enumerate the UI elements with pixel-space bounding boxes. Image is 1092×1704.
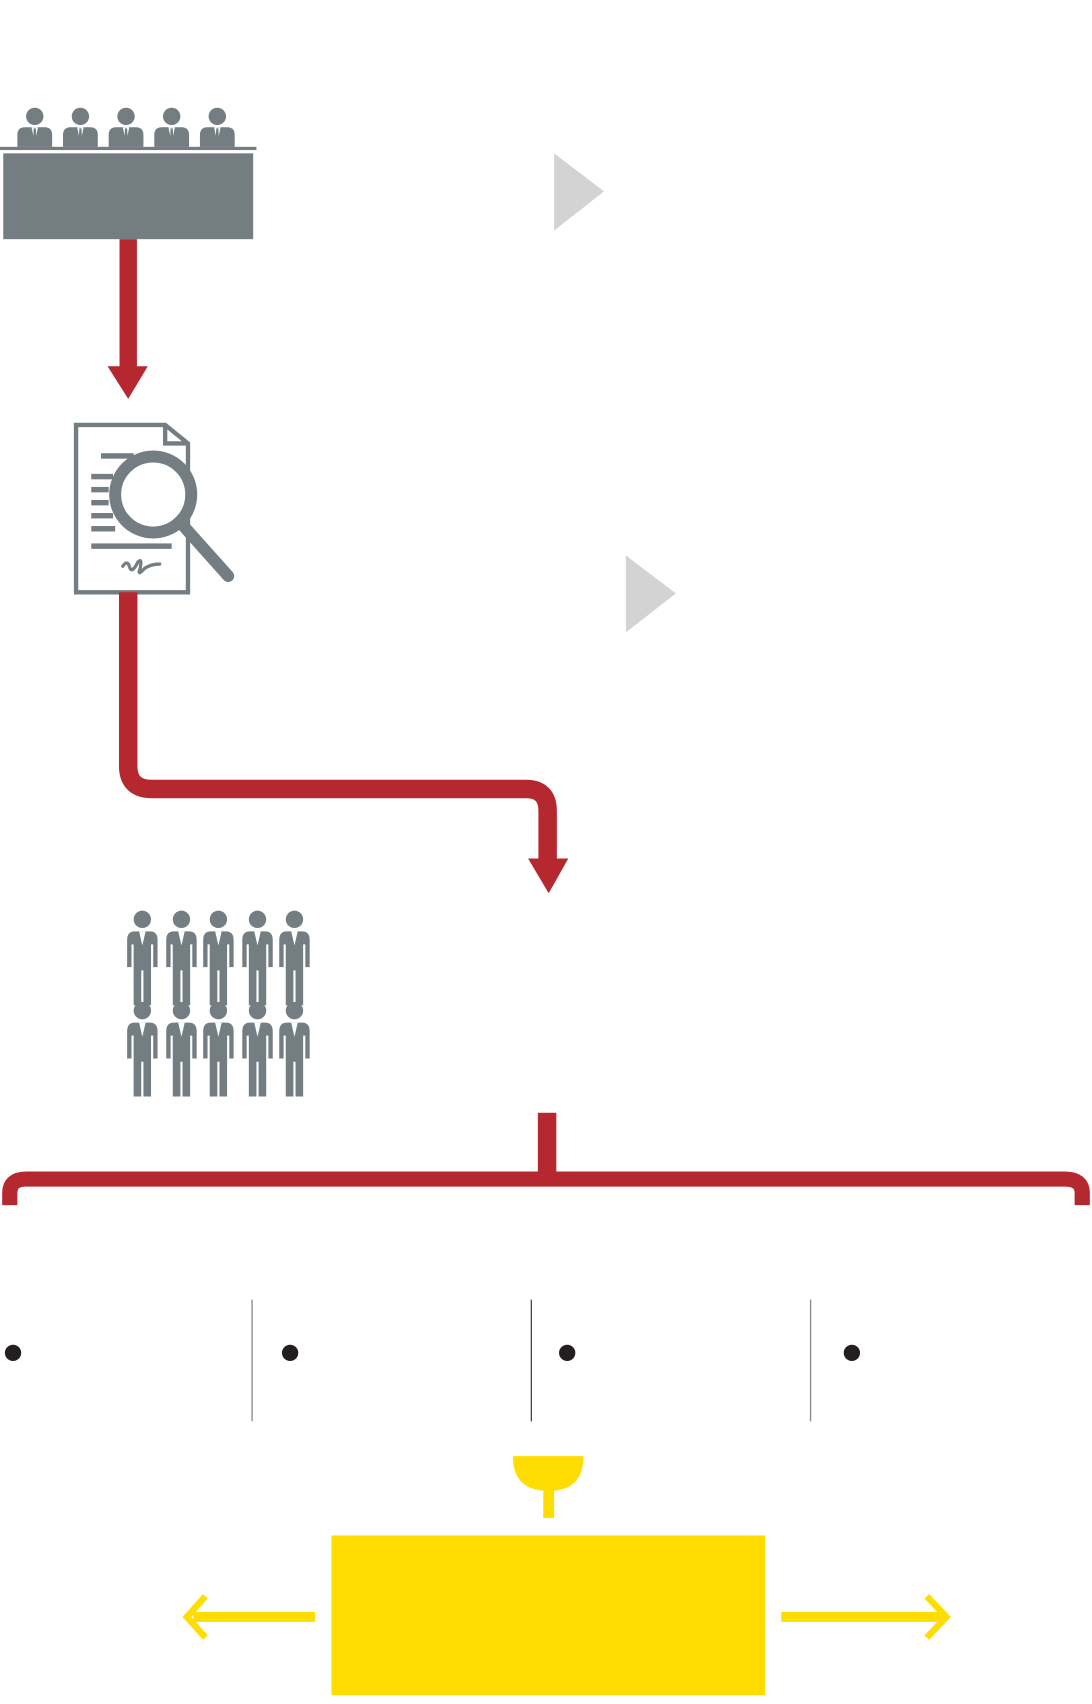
yellow-outcome	[182, 1456, 951, 1696]
people-group-icon	[127, 910, 310, 1097]
arrow-right-icon	[781, 1594, 951, 1640]
flow-arrow-down	[107, 239, 148, 399]
bullet-icon	[281, 1344, 299, 1362]
arrow-left-icon	[182, 1594, 316, 1640]
pointer-triangle-icon	[625, 555, 676, 633]
columns	[4, 1299, 861, 1422]
branch-bracket	[2, 1112, 1090, 1206]
flow-arrow-routed	[118, 592, 569, 894]
panel-desk	[3, 153, 254, 240]
pointer-triangle-icon	[554, 153, 605, 231]
bullet-icon	[843, 1344, 861, 1362]
document-review-icon	[73, 422, 235, 595]
bullet-icon	[4, 1344, 22, 1362]
panel-people-icon	[0, 107, 257, 240]
bullet-icon	[559, 1344, 576, 1362]
cup-icon	[512, 1456, 584, 1491]
outcome-box	[331, 1535, 765, 1696]
